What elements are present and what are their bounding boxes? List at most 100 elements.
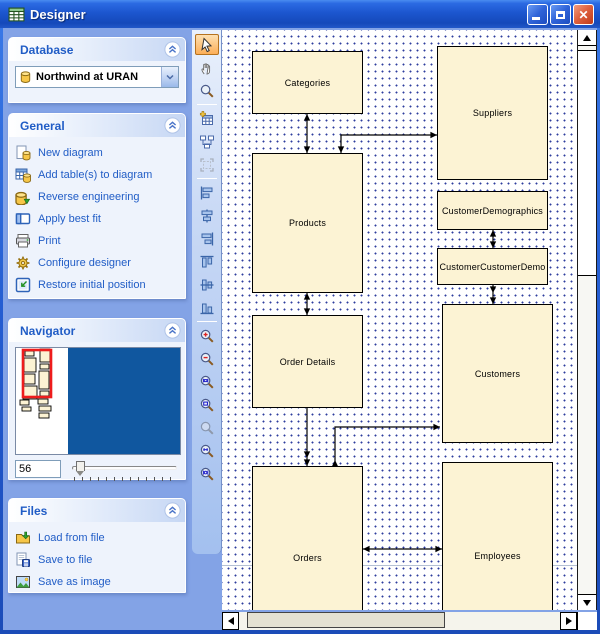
- scroll-up-button[interactable]: [578, 30, 596, 46]
- vertical-scrollbar[interactable]: [577, 30, 597, 610]
- zoom-normal-tool: [195, 417, 219, 438]
- pan-tool[interactable]: [195, 57, 219, 78]
- zoom-in-tool[interactable]: [195, 325, 219, 346]
- scroll-down-button[interactable]: [578, 594, 596, 610]
- scroll-left-button[interactable]: [222, 612, 239, 630]
- navigator-panel: Navigator: [8, 318, 186, 482]
- diagram-table-label: Categories: [284, 77, 331, 88]
- zoom-slider-track[interactable]: [72, 466, 177, 470]
- align-bottom-tool[interactable]: [195, 297, 219, 318]
- files-panel-header[interactable]: Files: [9, 499, 185, 522]
- zoom-slider[interactable]: [70, 460, 179, 482]
- collapse-chevron-icon[interactable]: [164, 502, 181, 519]
- align-left-tool[interactable]: [195, 182, 219, 203]
- diagram-table-customerdemographics[interactable]: CustomerDemographics: [437, 191, 548, 230]
- diagram-table-orders[interactable]: Orders: [252, 466, 363, 610]
- database-select[interactable]: Northwind at URAN: [15, 66, 179, 88]
- diagram-table-customercustomerdemo[interactable]: CustomerCustomerDemo: [437, 248, 548, 285]
- dropdown-arrow-button[interactable]: [161, 67, 178, 87]
- down-arrow-icon: [583, 599, 591, 606]
- window-title: Designer: [30, 6, 86, 22]
- add-tables-icon: [15, 167, 32, 183]
- align-center-tool[interactable]: [195, 205, 219, 226]
- collapse-chevron-icon[interactable]: [164, 117, 181, 134]
- align-middle-tool[interactable]: [195, 274, 219, 295]
- task-item-restore-initial-position[interactable]: Restore initial position: [15, 274, 179, 296]
- zoom-fit-tool[interactable]: [195, 371, 219, 392]
- zoom-slider-ticks: [74, 477, 177, 481]
- diagram-table-label: Suppliers: [472, 108, 513, 118]
- task-item-label: Save as image: [38, 576, 111, 588]
- align-top-tool[interactable]: [195, 251, 219, 272]
- zoom-rect-tool[interactable]: [195, 394, 219, 415]
- horizontal-scrollbar-thumb[interactable]: [247, 612, 445, 628]
- horizontal-scrollbar[interactable]: [222, 612, 577, 630]
- zoom-percent-input[interactable]: [15, 460, 61, 478]
- task-item-load-from-file[interactable]: Load from file: [15, 527, 179, 549]
- window-content: Database Northwind at URAN: [3, 28, 597, 630]
- diagram-toolbar: [192, 30, 222, 554]
- diagram-table-employees[interactable]: Employees: [442, 462, 553, 610]
- align-right-tool[interactable]: [195, 228, 219, 249]
- navigator-panel-title: Navigator: [20, 323, 76, 338]
- task-item-label: Save to file: [38, 554, 93, 566]
- task-item-reverse-engineering[interactable]: Reverse engineering: [15, 186, 179, 208]
- task-item-label: Load from file: [38, 532, 105, 544]
- task-item-apply-best-fit[interactable]: Apply best fit: [15, 208, 179, 230]
- task-item-print[interactable]: Print: [15, 230, 179, 252]
- diagram-table-label: Customers: [474, 368, 521, 379]
- database-panel-header[interactable]: Database: [9, 38, 185, 61]
- pointer-tool[interactable]: [194, 34, 219, 55]
- database-cylinder-icon: [18, 70, 33, 85]
- diagram-table-label: Order Details: [279, 356, 336, 367]
- task-item-new-diagram[interactable]: New diagram: [15, 142, 179, 164]
- navigator-minimap[interactable]: [15, 347, 181, 455]
- task-item-label: New diagram: [38, 147, 103, 159]
- fit-bounds-tool: [195, 154, 219, 175]
- save-to-file-icon: [15, 552, 32, 568]
- navigator-panel-header[interactable]: Navigator: [9, 319, 185, 342]
- diagram-table-label: Employees: [474, 551, 521, 561]
- add-table-tool[interactable]: [195, 108, 219, 129]
- minimize-button[interactable]: [527, 4, 548, 25]
- task-item-add-table-s-to-diagram[interactable]: Add table(s) to diagram: [15, 164, 179, 186]
- fit-width-tool[interactable]: [195, 440, 219, 461]
- toolbar-separator: [196, 104, 217, 105]
- left-arrow-icon: [227, 617, 234, 625]
- vertical-scrollbar-thumb[interactable]: [578, 50, 596, 276]
- diagram-table-customers[interactable]: Customers: [442, 304, 553, 443]
- diagram-table-products[interactable]: Products: [252, 153, 363, 293]
- maximize-button[interactable]: [550, 4, 571, 25]
- files-panel-title: Files: [20, 503, 48, 518]
- task-item-label: Reverse engineering: [38, 191, 140, 203]
- task-item-label: Apply best fit: [38, 213, 101, 225]
- minimize-icon: [532, 17, 540, 20]
- maximize-icon: [556, 10, 565, 19]
- layout-diagram-tool[interactable]: [195, 131, 219, 152]
- task-item-save-as-image[interactable]: Save as image: [15, 571, 179, 593]
- toolbar-separator: [196, 321, 217, 322]
- collapse-chevron-icon[interactable]: [164, 41, 181, 58]
- task-item-save-to-file[interactable]: Save to file: [15, 549, 179, 571]
- magnifier-tool[interactable]: [195, 80, 219, 101]
- zoom-slider-thumb[interactable]: [76, 461, 85, 476]
- diagram-table-suppliers[interactable]: Suppliers: [437, 46, 548, 180]
- task-item-label: Add table(s) to diagram: [38, 169, 153, 181]
- load-from-file-icon: [15, 530, 32, 546]
- diagram-table-label: CustomerCustomerDemo: [439, 261, 546, 272]
- close-button[interactable]: ✕: [573, 4, 594, 25]
- general-panel-header[interactable]: General: [9, 114, 185, 137]
- database-select-value: Northwind at URAN: [36, 71, 139, 83]
- diagram-table-categories[interactable]: Categories: [252, 51, 363, 114]
- scroll-right-button[interactable]: [560, 612, 577, 630]
- collapse-chevron-icon[interactable]: [164, 322, 181, 339]
- task-item-configure-designer[interactable]: Configure designer: [15, 252, 179, 274]
- fit-height-tool[interactable]: [195, 463, 219, 484]
- zoom-out-tool[interactable]: [195, 348, 219, 369]
- diagram-table-order-details[interactable]: Order Details: [252, 315, 363, 408]
- close-icon: ✕: [578, 7, 589, 22]
- diagram-table-label: CustomerDemographics: [441, 205, 544, 216]
